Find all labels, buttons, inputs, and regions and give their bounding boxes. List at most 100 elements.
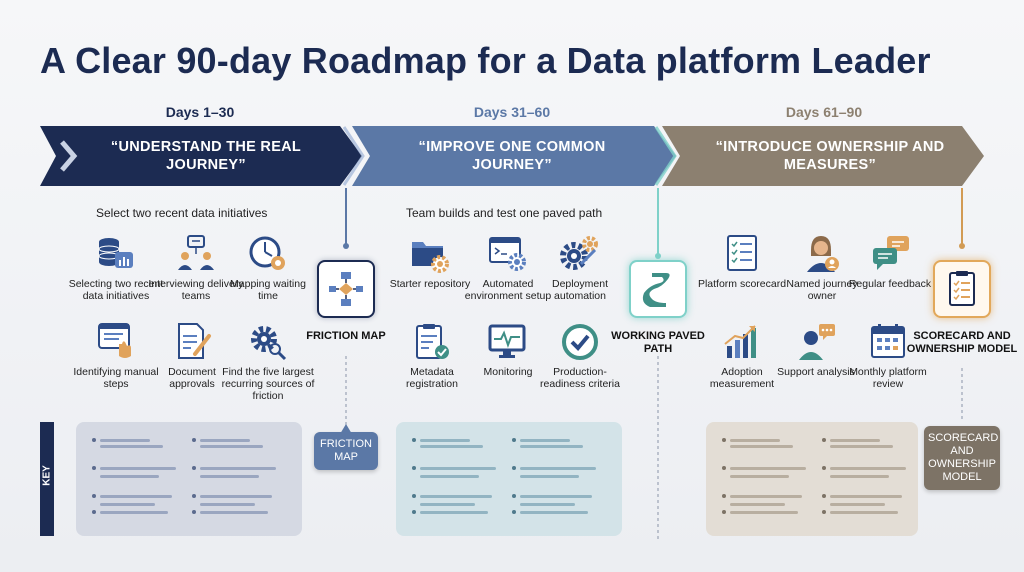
phase-1-item-1: Selecting two recent data initiatives bbox=[68, 234, 164, 302]
deployment-gears-icon bbox=[560, 236, 598, 270]
scorecard-ownership-icon bbox=[949, 271, 975, 306]
key-placeholder-line bbox=[420, 439, 470, 442]
clipboard-check-icon bbox=[416, 324, 449, 359]
item-label: Metadata registration bbox=[406, 366, 458, 390]
phase-2-headline: “IMPROVE ONE COMMON JOURNEY” bbox=[418, 139, 606, 173]
key-placeholder-line bbox=[830, 475, 889, 478]
monitor-pulse-icon bbox=[488, 324, 526, 358]
key-placeholder-line bbox=[100, 511, 168, 514]
key-block-phase-3 bbox=[706, 422, 918, 536]
page-title: A Clear 90-day Roadmap for a Data platfo… bbox=[40, 40, 931, 81]
key-bullet bbox=[412, 494, 416, 498]
key-placeholder-line bbox=[100, 439, 150, 442]
phase-2-subheading: Team builds and test one paved path bbox=[406, 206, 603, 220]
phase-1-item-4: Identifying manual steps bbox=[68, 322, 164, 390]
item-label: Starter repository bbox=[389, 278, 471, 290]
key-placeholder-line bbox=[200, 511, 268, 514]
item-label: Production-readiness criteria bbox=[540, 366, 620, 390]
phase-2-item-2: Automated environment setup bbox=[460, 234, 556, 302]
growth-chart-icon bbox=[724, 325, 756, 358]
owner-person-icon bbox=[807, 236, 839, 272]
phase-1-arrow bbox=[40, 126, 362, 186]
key-placeholder-line bbox=[830, 445, 893, 448]
phase-3-arrow bbox=[662, 126, 984, 186]
key-bullet bbox=[722, 466, 726, 470]
tag-pointer bbox=[340, 424, 352, 434]
phase-3-headline: “INTRODUCE OWNERSHIP AND MEASURES” bbox=[715, 139, 945, 173]
item-label: Regular feedback bbox=[848, 278, 932, 290]
key-bullet bbox=[412, 510, 416, 514]
key-placeholder-line bbox=[520, 439, 570, 442]
milestone-label: FRICTION MAP bbox=[306, 330, 386, 342]
key-placeholder-line bbox=[520, 467, 596, 470]
key-placeholder-line bbox=[730, 475, 789, 478]
chevron-icon bbox=[60, 140, 78, 172]
key-placeholder-line bbox=[420, 495, 492, 498]
key-bullet bbox=[92, 494, 96, 498]
key-bullet bbox=[92, 466, 96, 470]
feedback-bubbles-icon bbox=[873, 236, 909, 270]
phase-3-item-4: Adoption measurement bbox=[694, 322, 790, 390]
phase-2-glow-edge bbox=[654, 126, 677, 186]
phase-1-days: Days 1–30 bbox=[165, 104, 235, 120]
phase-1-milestone: FRICTION MAP bbox=[286, 260, 406, 343]
key-placeholder-line bbox=[730, 439, 780, 442]
key-bullet bbox=[512, 494, 516, 498]
key-bullet bbox=[192, 510, 196, 514]
item-label: Interviewing delivery teams bbox=[148, 278, 244, 302]
phase-1-item-3: Mapping waiting time bbox=[220, 234, 316, 302]
manual-steps-icon bbox=[98, 323, 131, 358]
item-label: Monthly platform review bbox=[849, 366, 927, 390]
key-bullet bbox=[192, 438, 196, 442]
key-placeholder-line bbox=[830, 439, 880, 442]
phase-1-glow-edge bbox=[342, 126, 365, 186]
key-placeholder-line bbox=[100, 467, 176, 470]
phase-2-item-4: Metadata registration bbox=[384, 322, 480, 390]
phase-2-item-1: Starter repository bbox=[382, 234, 478, 290]
key-bullet bbox=[412, 466, 416, 470]
key-placeholder-line bbox=[200, 495, 272, 498]
key-bullet bbox=[192, 494, 196, 498]
phase-3-item-3: Regular feedback bbox=[842, 234, 938, 290]
key-placeholder-line bbox=[200, 503, 255, 506]
key-bullet bbox=[512, 510, 516, 514]
item-label: Identifying manual steps bbox=[73, 366, 159, 390]
key-bullet bbox=[722, 510, 726, 514]
phase-3-item-2: Named journey owner bbox=[774, 234, 870, 302]
clock-map-icon bbox=[249, 236, 285, 270]
key-placeholder-line bbox=[200, 467, 276, 470]
phase-2-item-6: Production-readiness criteria bbox=[532, 322, 628, 390]
phase-banner bbox=[40, 126, 984, 186]
key-placeholder-line bbox=[200, 445, 263, 448]
item-label: Named journey owner bbox=[786, 278, 858, 302]
item-label: Selecting two recent data initiatives bbox=[68, 278, 164, 302]
key-placeholder-line bbox=[100, 445, 163, 448]
key-bullet bbox=[822, 466, 826, 470]
item-label: Adoption measurement bbox=[709, 366, 775, 390]
key-placeholder-line bbox=[520, 511, 588, 514]
key-placeholder-line bbox=[420, 467, 496, 470]
key-placeholder-line bbox=[730, 467, 806, 470]
milestone-label: WORKING PAVED PATH bbox=[611, 330, 705, 355]
key-placeholder-line bbox=[100, 503, 155, 506]
key-placeholder-line bbox=[830, 511, 898, 514]
scorecard-ownership-tag: SCORECARD AND OWNERSHIP MODEL bbox=[924, 426, 1000, 490]
check-circle-icon bbox=[562, 324, 598, 360]
key-bullet bbox=[92, 438, 96, 442]
phase-3-days: Days 61–90 bbox=[785, 104, 863, 120]
phase-3-milestone: SCORECARD AND OWNERSHIP MODEL bbox=[902, 260, 1022, 356]
key-placeholder-line bbox=[420, 445, 483, 448]
key-block-phase-2 bbox=[396, 422, 622, 536]
phase-2-days: Days 31–60 bbox=[473, 104, 551, 120]
key-placeholder-line bbox=[520, 475, 579, 478]
phase-1-item-2: Interviewing delivery teams bbox=[148, 234, 244, 302]
scorecard-icon bbox=[727, 235, 757, 271]
key-placeholder-line bbox=[100, 495, 172, 498]
support-person-icon bbox=[799, 324, 835, 360]
paved-path-icon bbox=[642, 273, 670, 307]
key-bullet bbox=[722, 438, 726, 442]
key-placeholder-line bbox=[730, 511, 798, 514]
key-placeholder-line bbox=[730, 503, 785, 506]
gear-search-icon bbox=[251, 326, 287, 361]
